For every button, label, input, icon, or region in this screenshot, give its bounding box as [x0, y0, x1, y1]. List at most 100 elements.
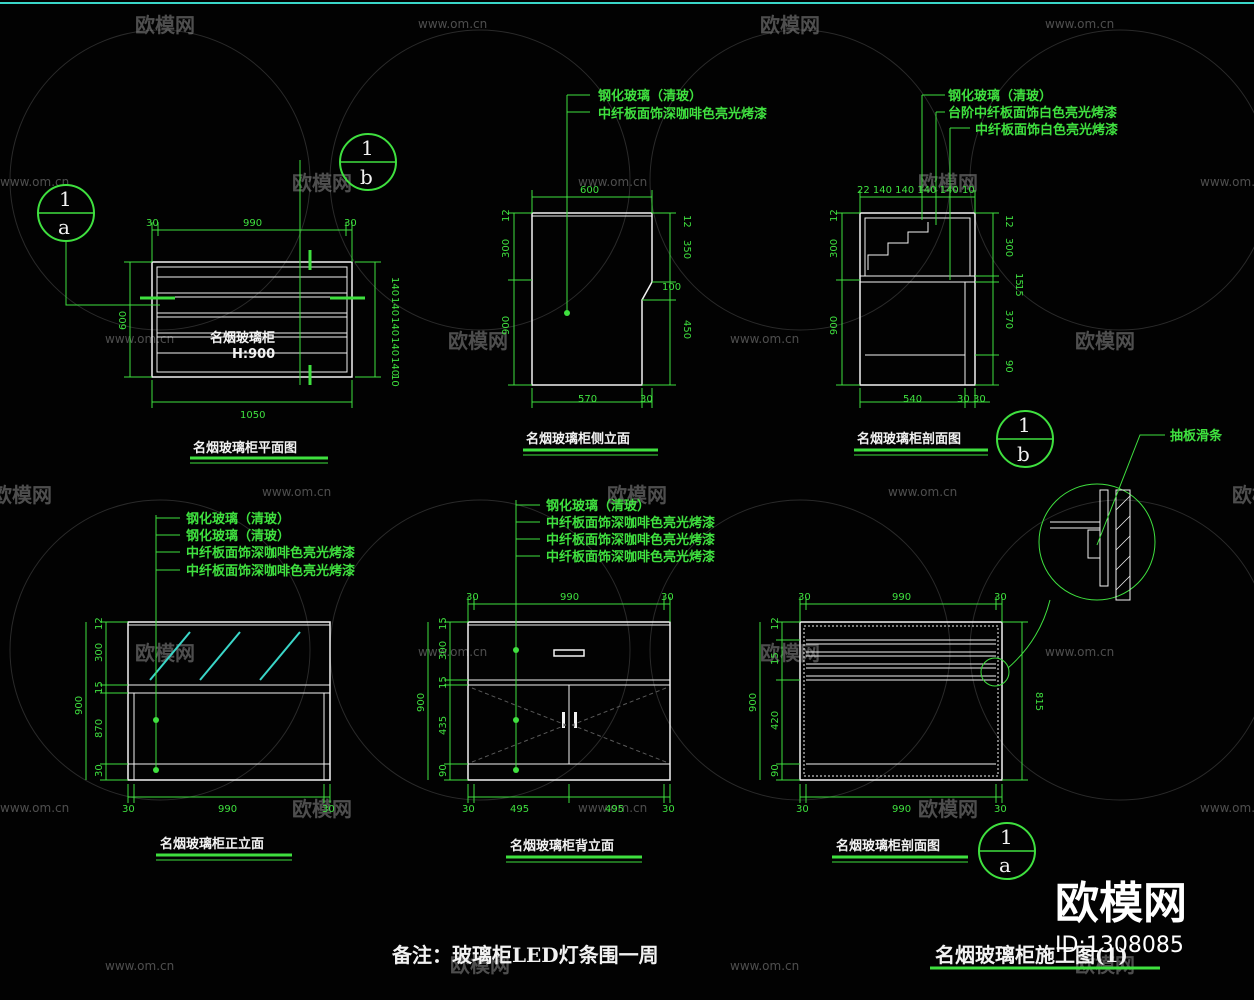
dim-label: 12 — [770, 617, 781, 630]
detail-note: 抽板滑条 — [1170, 428, 1223, 444]
brand-logo: 欧模网 — [1055, 878, 1187, 929]
dim-label: 140 — [389, 317, 400, 336]
watermark-url: www.om.cn — [730, 959, 799, 973]
section-a-view: 抽板滑条 30 990 30 12 15 420 90 900 815 30 9… — [748, 428, 1223, 863]
watermark-url: www.om.cn — [1200, 175, 1254, 189]
dim-label: 300 — [438, 641, 449, 660]
watermark-url: www.om.cn — [730, 332, 799, 346]
back-elevation-view: 钢化玻璃（清玻） 中纤板面饰深咖啡色亮光烤漆 中纤板面饰深咖啡色亮光烤漆 中纤板… — [416, 498, 715, 863]
dim-label: 870 — [94, 719, 105, 738]
note-text: 中纤板面饰深咖啡色亮光烤漆 — [186, 563, 355, 579]
dim-label: 30 — [957, 394, 970, 405]
watermark-url: www.om.cn — [888, 485, 957, 499]
watermark-brand: 欧模网 — [918, 797, 978, 821]
dim-label: 140 — [389, 277, 400, 296]
watermark-url: www.om.cn — [578, 801, 647, 815]
tag-letter: b — [360, 165, 373, 189]
dim-label: 15 — [438, 676, 449, 689]
watermark-url: www.om.cn — [578, 175, 647, 189]
dim-label: 12 — [681, 215, 692, 228]
section-tag-a-section: 1 a — [978, 822, 1036, 880]
dim-label: 30 — [146, 218, 159, 229]
dim-label: 30 — [796, 804, 809, 815]
dim-label: 90 — [770, 764, 781, 777]
dim-label: 12 — [94, 617, 105, 630]
dim-label: 15 — [438, 617, 449, 630]
plan-label-main: 名烟玻璃柜 — [210, 330, 275, 346]
tag-number: 1 — [59, 187, 72, 211]
dim-label: 12 — [829, 209, 840, 222]
dim-label: 990 — [243, 218, 262, 229]
watermark-brand: 欧模网 — [760, 641, 820, 665]
watermark-brand: 欧模网 — [292, 171, 352, 195]
tag-letter: a — [999, 853, 1011, 877]
dim-label: 990 — [892, 804, 911, 815]
note-text: 钢化玻璃（清玻） — [186, 511, 290, 527]
note-text: 钢化玻璃（清玻） — [948, 88, 1052, 104]
watermark-url: www.om.cn — [418, 645, 487, 659]
dim-label: 370 — [1003, 310, 1014, 329]
note-text: 中纤板面饰深咖啡色亮光烤漆 — [598, 106, 767, 122]
dim-label: 990 — [218, 804, 237, 815]
note-text: 钢化玻璃（清玻） — [186, 528, 290, 544]
dim-label: 90 — [438, 764, 449, 777]
dim-label: 15 — [1013, 273, 1024, 286]
front-elevation-view: 钢化玻璃（清玻） 钢化玻璃（清玻） 中纤板面饰深咖啡色亮光烤漆 中纤板面饰深咖啡… — [74, 511, 355, 861]
side-elevation-view: 钢化玻璃（清玻） 中纤板面饰深咖啡色亮光烤漆 600 12 300 900 12… — [501, 88, 767, 456]
dim-label: 30 — [466, 592, 479, 603]
section-tag-b-plan: 1 b — [339, 133, 397, 191]
watermark-brand: 欧模网 — [607, 483, 667, 507]
watermark-layer: www.om.cn www.om.cn www.om.cn www.om.cn … — [0, 13, 1254, 977]
back-elevation-title: 名烟玻璃柜背立面 — [510, 838, 614, 854]
note-text: 中纤板面饰白色亮光烤漆 — [975, 122, 1118, 138]
dim-label: 300 — [1003, 238, 1014, 257]
dim-label: 495 — [510, 804, 529, 815]
dim-label: 30 — [661, 592, 674, 603]
note-text: 中纤板面饰深咖啡色亮光烤漆 — [546, 549, 715, 565]
watermark-url: www.om.cn — [262, 485, 331, 499]
watermark-brand: 欧模网 — [1232, 483, 1254, 507]
tag-letter: b — [1017, 442, 1030, 466]
note-text: 钢化玻璃（清玻） — [546, 498, 650, 514]
section-tag-b-section: 1 b — [996, 410, 1054, 468]
dim-label: 900 — [74, 696, 85, 715]
dim-label: 435 — [438, 716, 449, 735]
dim-label: 30 — [798, 592, 811, 603]
plan-view: 30 990 30 1050 600 140 140 140 140 140 1… — [65, 160, 400, 464]
dim-label: 30 — [322, 804, 335, 815]
dim-label: 90 — [1003, 360, 1014, 373]
dim-label: 600 — [580, 185, 599, 196]
watermark-brand: 欧模网 — [918, 171, 978, 195]
dim-label: 30 — [662, 804, 675, 815]
dim-label: 600 — [118, 311, 129, 330]
dim-label: 15 — [1013, 284, 1024, 297]
dim-label: 30 — [994, 592, 1007, 603]
plan-label-height: H:900 — [232, 347, 275, 362]
dim-label: 300 — [829, 239, 840, 258]
dim-label: 990 — [892, 592, 911, 603]
dim-label: 30 — [122, 804, 135, 815]
note-text: 中纤板面饰深咖啡色亮光烤漆 — [546, 515, 715, 531]
watermark-brand: 欧模网 — [292, 797, 352, 821]
tag-letter: a — [58, 215, 70, 239]
dim-label: 15 — [94, 681, 105, 694]
section-a-title: 名烟玻璃柜剖面图 — [836, 838, 940, 854]
dim-label: 30 — [973, 394, 986, 405]
dim-label: 22 140 140 140 140 10 — [857, 185, 975, 196]
watermark-brand: 欧模网 — [135, 13, 195, 37]
dim-label: 140 — [389, 297, 400, 316]
watermark-brand: 欧模网 — [450, 953, 510, 977]
dim-label: 30 — [640, 394, 653, 405]
front-elevation-title: 名烟玻璃柜正立面 — [160, 836, 264, 852]
dim-label: 420 — [770, 711, 781, 730]
dim-label: 140 — [389, 357, 400, 376]
dim-label: 495 — [605, 804, 624, 815]
watermark-url: www.om.cn — [1200, 801, 1254, 815]
tag-number: 1 — [1018, 413, 1031, 437]
dim-label: 570 — [578, 394, 597, 405]
footer-note: 备注：玻璃柜LED灯条围一周 — [391, 943, 659, 967]
dim-label: 900 — [829, 316, 840, 335]
dim-label: 30 — [344, 218, 357, 229]
dim-label: 540 — [903, 394, 922, 405]
